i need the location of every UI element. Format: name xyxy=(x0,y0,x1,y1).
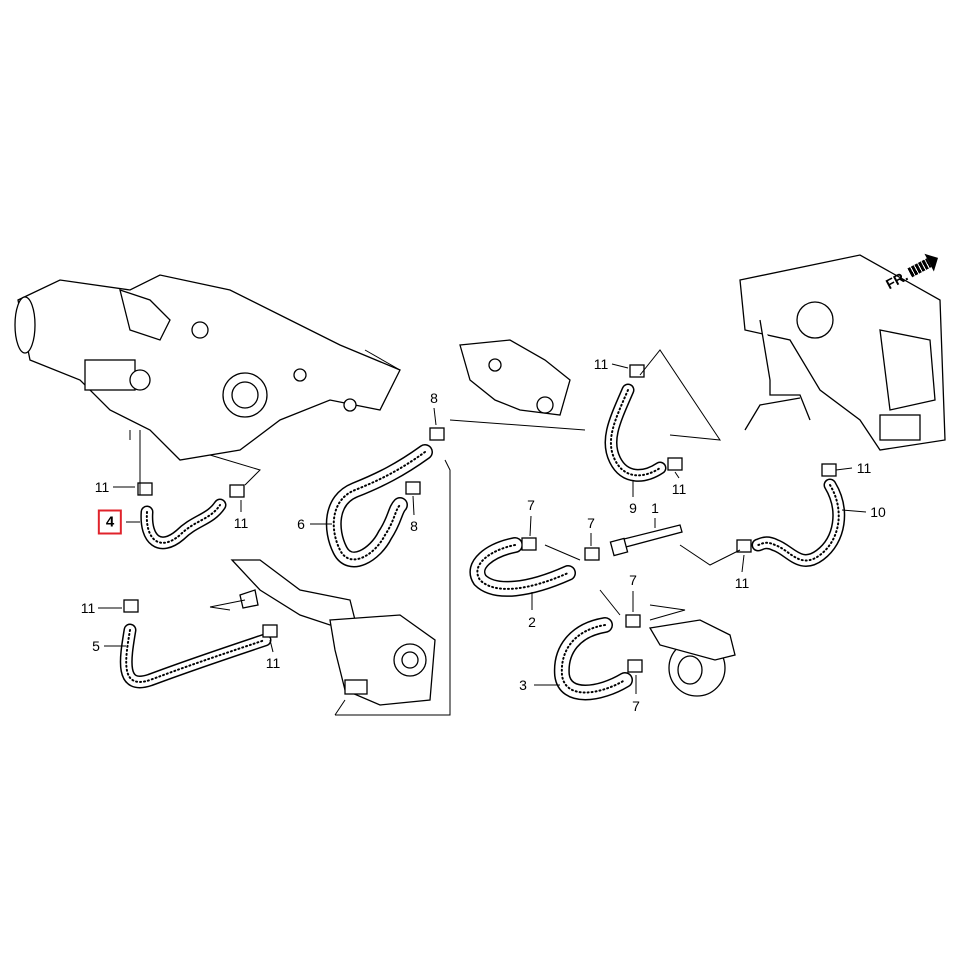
callout-11[interactable]: 11 xyxy=(734,575,750,591)
hose-10 xyxy=(751,478,846,567)
hoses xyxy=(119,319,846,701)
hose-4 xyxy=(140,498,227,550)
bolt-1 xyxy=(609,524,683,557)
hose-5 xyxy=(119,623,272,689)
callout-7[interactable]: 7 xyxy=(587,515,595,531)
callout-7[interactable]: 7 xyxy=(527,497,535,513)
callout-11[interactable]: 11 xyxy=(671,481,687,497)
water-outlet xyxy=(230,559,436,706)
oil-cooler xyxy=(648,619,736,697)
callout-11[interactable]: 11 xyxy=(80,600,96,616)
clamps xyxy=(123,364,837,673)
callout-3[interactable]: 3 xyxy=(519,677,527,693)
intake-manifold xyxy=(14,274,401,461)
callout-7[interactable]: 7 xyxy=(629,572,637,588)
callout-4-highlighted[interactable]: 4 xyxy=(97,509,123,535)
callout-11[interactable]: 11 xyxy=(265,655,281,671)
callout-9[interactable]: 9 xyxy=(629,500,637,516)
leader-lines xyxy=(98,349,867,716)
callout-11[interactable]: 11 xyxy=(856,460,872,476)
callout-2[interactable]: 2 xyxy=(528,614,536,630)
callout-10[interactable]: 10 xyxy=(870,504,886,520)
callout-5[interactable]: 5 xyxy=(92,638,100,654)
callout-8[interactable]: 8 xyxy=(410,518,418,534)
callout-6[interactable]: 6 xyxy=(297,516,305,532)
bracket xyxy=(459,339,571,416)
callout-11[interactable]: 11 xyxy=(593,356,609,372)
callout-7[interactable]: 7 xyxy=(632,698,640,714)
callout-1[interactable]: 1 xyxy=(651,500,659,516)
callout-11[interactable]: 11 xyxy=(94,479,110,495)
callout-11[interactable]: 11 xyxy=(233,515,249,531)
hose-3 xyxy=(553,617,633,701)
hose-9 xyxy=(604,383,667,482)
hose-6 xyxy=(325,444,433,568)
callout-8[interactable]: 8 xyxy=(430,390,438,406)
hose-2 xyxy=(469,537,576,597)
